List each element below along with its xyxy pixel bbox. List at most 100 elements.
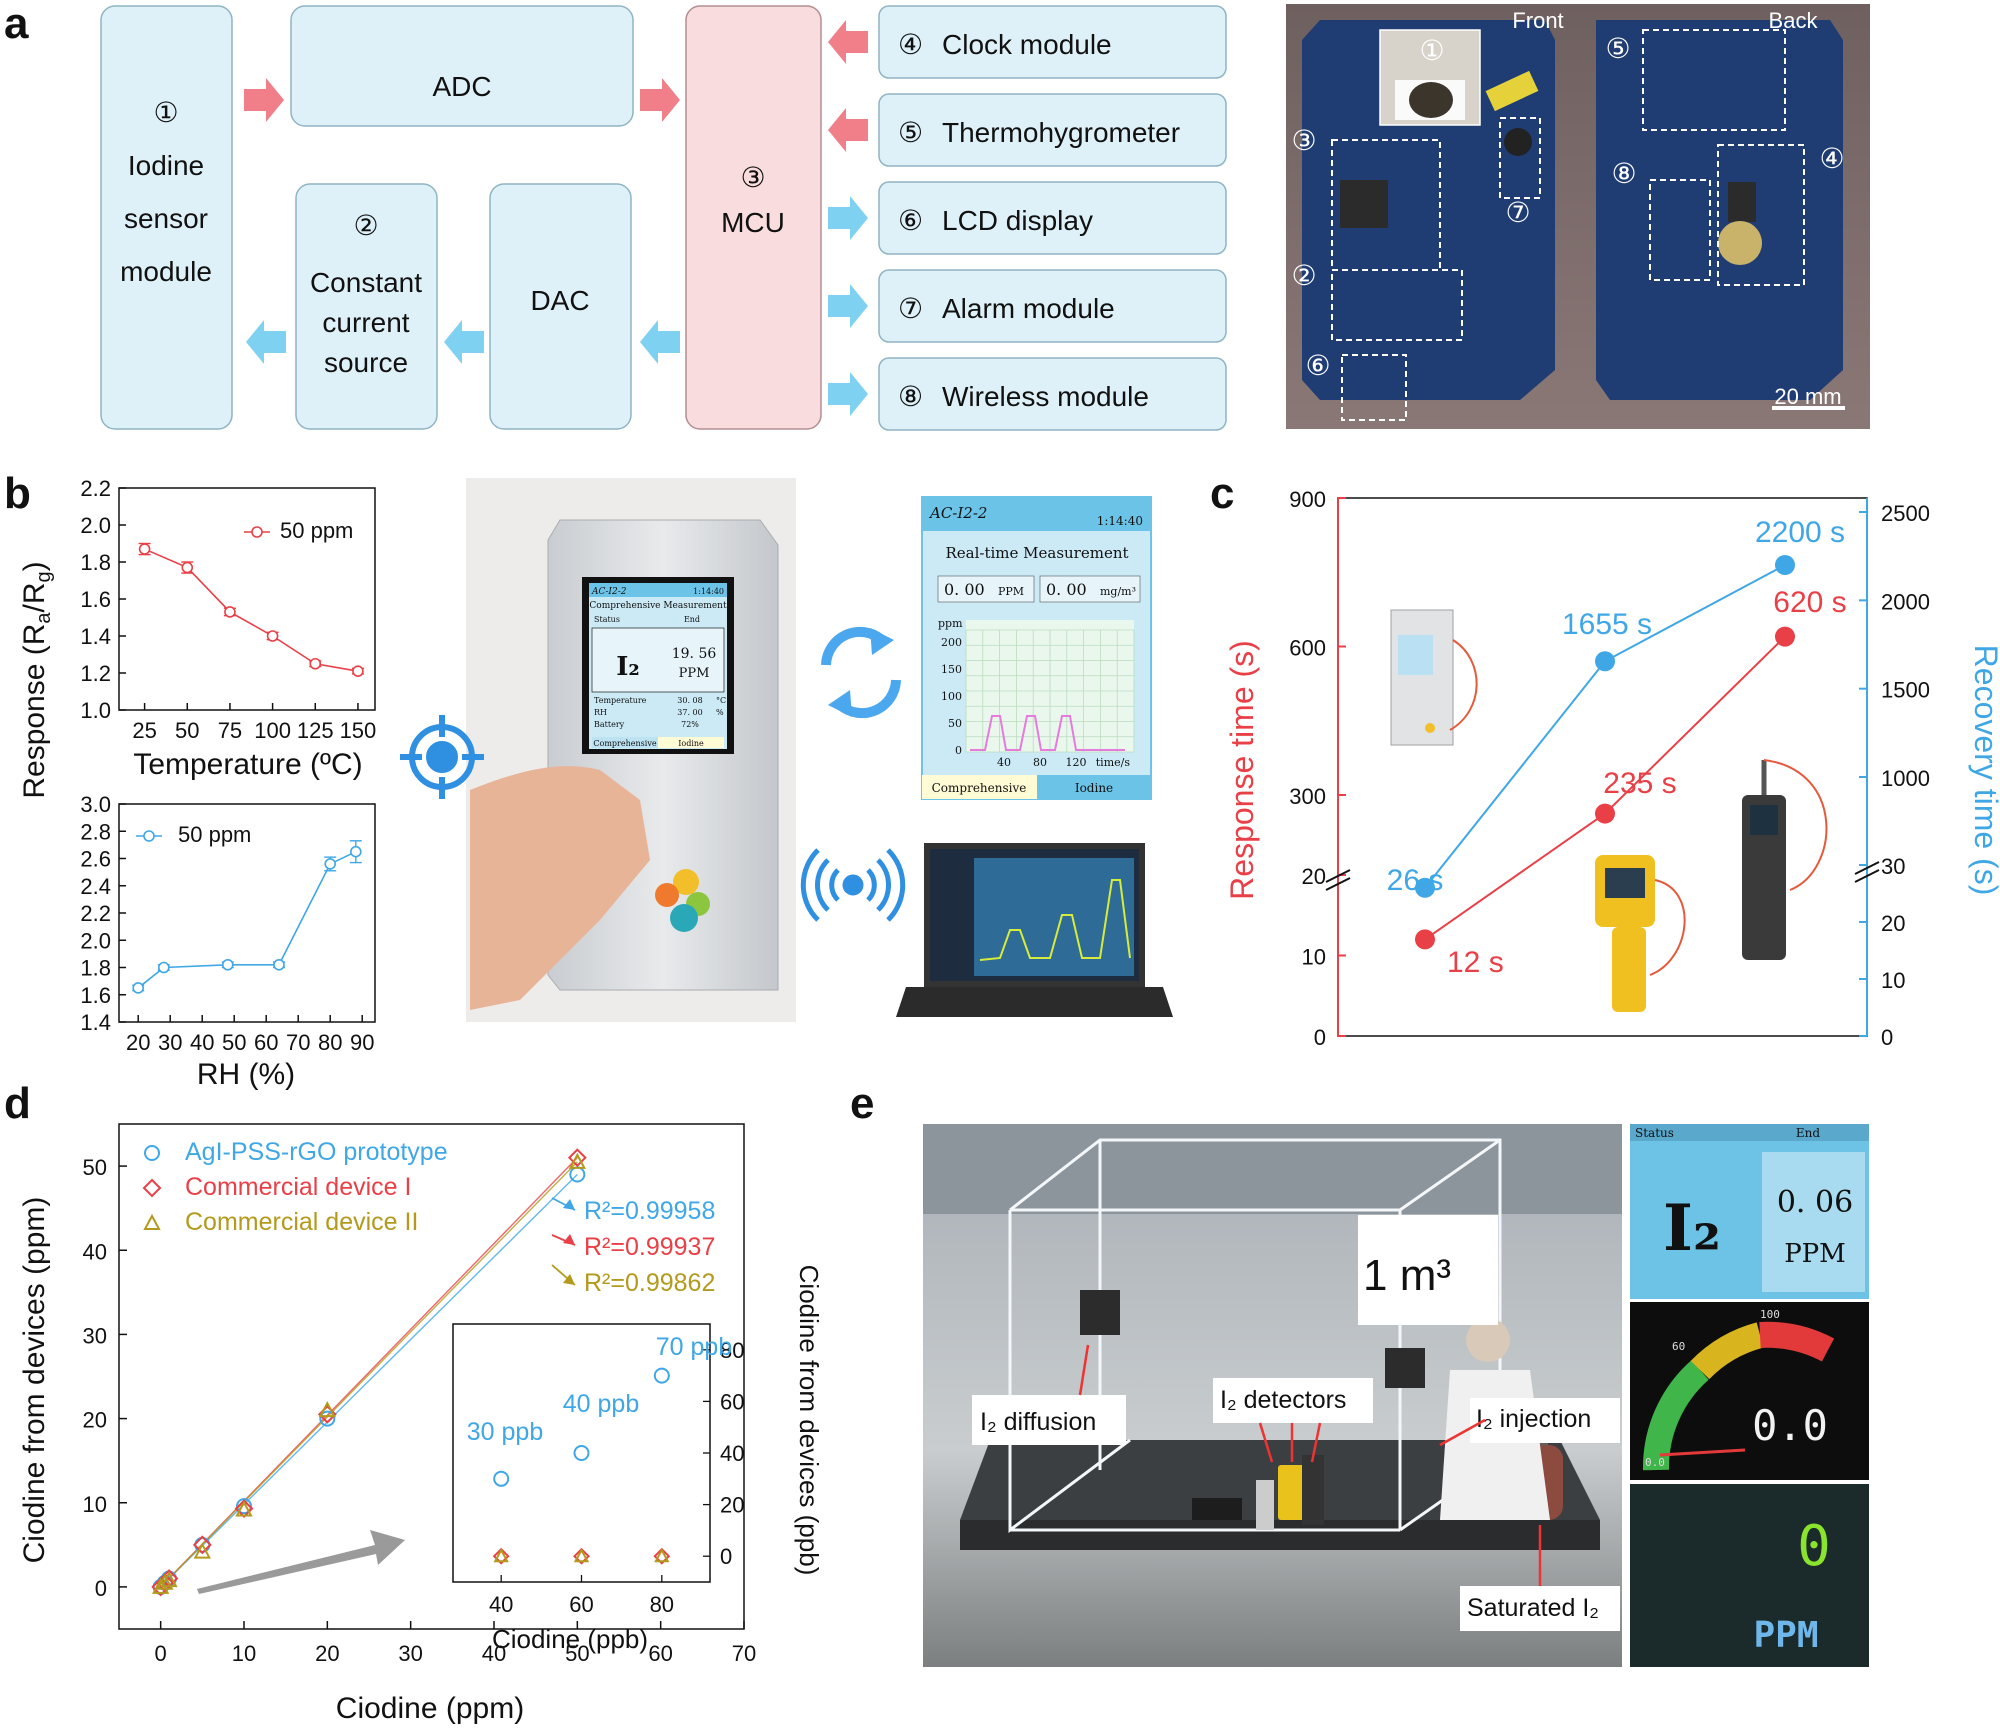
c-right-tick-0: 0 (1881, 1025, 1893, 1050)
chart-b-bottom-ytick-6: 2.6 (80, 847, 111, 872)
big-screen-header (922, 497, 1151, 531)
mini-ytick-4: 0 (955, 744, 962, 757)
small-row-value-2: 72% (681, 720, 699, 729)
small-tab-iodine (658, 737, 724, 748)
d-point-1-3 (192, 1535, 212, 1555)
chart-b-bottom-xtick-0: 20 (126, 1030, 150, 1055)
d-inset-ytick-1: 20 (720, 1493, 744, 1518)
arrow-mcu-to-wireless (828, 372, 868, 416)
arrow-adc-to-mcu (640, 78, 680, 122)
chart-b-top-ytick-0: 1.0 (80, 698, 111, 723)
d-r2-label-2: R²=0.99862 (584, 1269, 715, 1297)
d-ytick-2: 20 (83, 1408, 107, 1433)
screen3-value: 0 (1797, 1514, 1831, 1579)
c-left-tick-4: 600 (1289, 636, 1326, 661)
d-point-1-4 (234, 1499, 254, 1519)
d-point-2-4 (235, 1500, 253, 1517)
chart-b-bottom-point-4 (324, 858, 337, 870)
chart-b-bottom-ytick-1: 1.6 (80, 983, 111, 1008)
d-inset-com2-1 (573, 1548, 590, 1563)
small-screen-status-value: End (684, 615, 700, 624)
big-screen-time: 1:14:40 (1097, 514, 1143, 528)
prototype-thumb-screen (1398, 635, 1433, 675)
arrow-mcu-to-lcd (828, 196, 868, 240)
callout-saturated-label: Saturated I₂ (1467, 1594, 1599, 1622)
callout-detectors-label: I₂ detectors (1220, 1386, 1346, 1414)
chart-b-bottom-xtick-5: 70 (286, 1030, 310, 1055)
pcb-front-mark-1: ③ (1291, 124, 1316, 157)
b-top-legend-marker (251, 526, 263, 538)
logo-petal-yellow (673, 869, 699, 895)
b-bottom-xlabel: RH (%) (197, 1058, 295, 1091)
d-point-2-2 (160, 1571, 178, 1588)
adc-block (290, 5, 634, 127)
panel-a-block-diagram: ① Iodine sensor module ADC ② Constant cu… (100, 5, 1227, 431)
callout-detectors: I₂ detectors (1213, 1378, 1373, 1463)
d-inset-label-0: 30 ppb (467, 1418, 543, 1446)
chart-b-top-xtick-1: 50 (175, 718, 199, 743)
adc-label: ADC (432, 71, 491, 102)
module-block-7 (878, 269, 1227, 343)
gauge-red (1759, 1321, 1835, 1362)
mini-ytick-3: 50 (948, 717, 962, 730)
d-inset-com1-2 (653, 1547, 671, 1565)
d-inset-xtick-0: 40 (489, 1592, 513, 1617)
panel-c-device-photos (1390, 609, 1828, 1012)
signal-arrows (244, 20, 868, 416)
module-label-6: LCD display (942, 205, 1093, 236)
d-point-2-5 (318, 1401, 337, 1418)
module-block-6 (878, 181, 1227, 255)
chart-b-top-point-1 (181, 561, 194, 574)
sensor-module-line3: module (120, 256, 212, 287)
volume-box (1358, 1215, 1498, 1325)
commercial-1-cable (1763, 759, 1828, 891)
panel-label-e: e (850, 1079, 874, 1128)
screen3 (1630, 1484, 1869, 1667)
prototype-thumb-logo (1425, 723, 1435, 733)
realtime-screen: AC-I2-2 1:14:40 Real-time Measurement 0.… (921, 496, 1152, 800)
handheld-device-photo: AC-I2-2 1:14:40 Comprehensive Measuremen… (466, 478, 796, 1022)
chart-b-bottom-ytick-3: 2.0 (80, 928, 111, 953)
c-response-label-2: 620 s (1773, 586, 1846, 619)
callout-injection: I₂ injection (1439, 1398, 1620, 1447)
laptop-curve (979, 879, 1131, 961)
sensor-module-line1: Iodine (128, 150, 204, 181)
chamber-fan-bottom (1192, 1498, 1242, 1520)
c-right-tick-6: 2000 (1881, 589, 1930, 614)
chart-b-top-xtick-2: 75 (218, 718, 242, 743)
screen1-end: End (1796, 1126, 1820, 1140)
panel-label-c: c (1210, 469, 1234, 518)
d-xtick-7: 70 (732, 1641, 756, 1666)
chart-b-bottom-ytick-2: 1.8 (80, 956, 111, 981)
panel-label-a: a (4, 0, 29, 48)
d-fit-line-2 (160, 1161, 578, 1588)
d-inset-proto-0 (493, 1470, 510, 1487)
chart-b-bottom-xtick-3: 50 (222, 1030, 246, 1055)
b-bottom-legend-label: 50 ppm (178, 822, 251, 847)
module-label-8: Wireless module (942, 381, 1149, 412)
big-screen-u2: mg/m³ (1100, 585, 1136, 598)
arrow-mcu-to-alarm (828, 284, 868, 328)
d-r2-arrowhead-2 (563, 1274, 575, 1285)
small-row-value-1: 37. 00 (677, 708, 702, 717)
d-point-0-5 (319, 1410, 336, 1427)
target-icon (400, 715, 484, 799)
gauge-needle (1659, 1448, 1746, 1457)
d-xtick-3: 30 (398, 1641, 422, 1666)
gauge-green (1642, 1360, 1709, 1471)
chart-b-top-ytick-3: 1.6 (80, 587, 111, 612)
mini-ytick-2: 100 (941, 690, 962, 703)
dac-label: DAC (530, 285, 589, 316)
c-right-tick-4: 1000 (1881, 766, 1930, 791)
d-inset-frame (452, 1323, 711, 1583)
chart-b-top-ytick-6: 2.2 (80, 476, 111, 501)
pcb-front-mark-2: ⑦ (1505, 196, 1530, 229)
module-number-4: ④ (898, 29, 923, 60)
detector-yellow (1278, 1465, 1306, 1520)
d-xtick-2: 20 (315, 1641, 339, 1666)
panel-label-b: b (4, 469, 31, 518)
